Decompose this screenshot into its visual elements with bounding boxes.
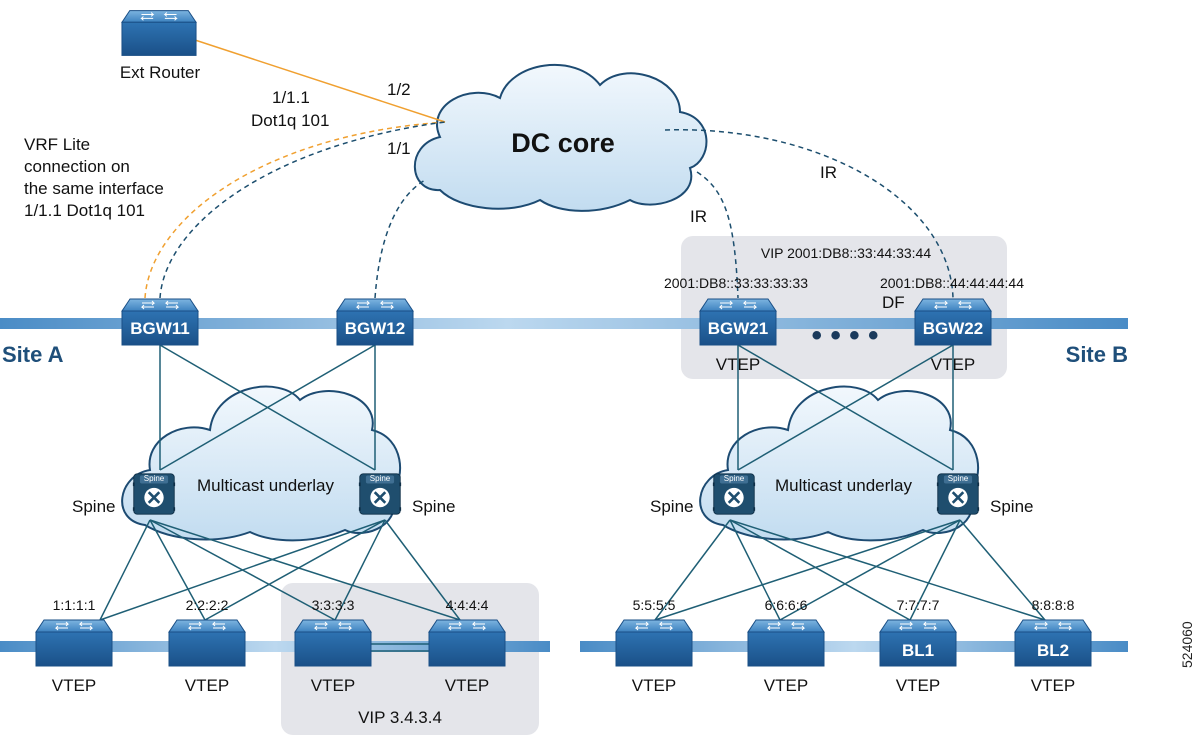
site-a-spine-left: Spine <box>132 472 176 516</box>
leaf-4-vtep: VTEP <box>445 676 489 695</box>
leaf-6-vtep: VTEP <box>764 676 808 695</box>
bgw22-ip-label: 2001:DB8::44:44:44:44 <box>880 275 1024 291</box>
bgw21-role-label: VTEP <box>716 355 760 374</box>
site-a-spine-left-label: Spine <box>72 497 115 516</box>
leaf-switch-6 <box>747 619 825 667</box>
site-a-spine-right-label: Spine <box>412 497 455 516</box>
leaf-1-vtep: VTEP <box>52 676 96 695</box>
ext-router-icon <box>121 10 197 56</box>
vrf-note-line-1: VRF Lite <box>24 135 90 154</box>
spine-tag: Spine <box>724 474 745 483</box>
bgw12-switch: BGW12 <box>336 298 414 346</box>
leaf-switch-1 <box>35 619 113 667</box>
site-b-underlay-label: Multicast underlay <box>775 476 913 495</box>
bgw11-dot1q-label: Dot1q 101 <box>251 111 329 130</box>
leaf-6-ip: 6:6:6:6 <box>765 597 808 613</box>
leaf-5-vtep: VTEP <box>632 676 676 695</box>
leaf-4-ip: 4:4:4:4 <box>446 597 489 613</box>
site-a-underlay-label: Multicast underlay <box>197 476 335 495</box>
dc-core-cloud <box>413 64 708 212</box>
leaf-8-vtep: VTEP <box>1031 676 1075 695</box>
site-b-leaf-bar <box>580 641 1128 652</box>
site-a-links <box>99 344 461 621</box>
site-a-underlay-cloud <box>121 385 402 542</box>
dc-core-label: DC core <box>511 128 615 158</box>
site-a-leaf-bar <box>0 641 550 652</box>
site-b-links <box>654 344 1046 621</box>
site-b-underlay-cloud <box>699 385 980 542</box>
vrf-note-line-4: 1/1.1 Dot1q 101 <box>24 201 145 220</box>
site-b-spine-left-label: Spine <box>650 497 693 516</box>
leaf-2-vtep: VTEP <box>185 676 229 695</box>
leaf-switch-4 <box>428 619 506 667</box>
leaf-switch-2 <box>168 619 246 667</box>
bgw22-label: BGW22 <box>923 319 983 338</box>
bl1-label: BL1 <box>902 641 934 660</box>
leaf-switch-5 <box>615 619 693 667</box>
leaf-3-ip: 3:3:3:3 <box>312 597 355 613</box>
vrf-note-line-2: connection on <box>24 157 130 176</box>
leaf-2-ip: 2:2:2:2 <box>186 597 229 613</box>
spine-tag: Spine <box>144 474 165 483</box>
leaf-8-ip: 8:8:8:8 <box>1032 597 1075 613</box>
vrf-note-line-3: the same interface <box>24 179 164 198</box>
site-b-spine-right-label: Spine <box>990 497 1033 516</box>
bgw11-subif-label: 1/1.1 <box>272 88 310 107</box>
vrf-lite-note: VRF Lite connection on the same interfac… <box>24 135 164 220</box>
bgw22-switch: BGW22 <box>914 298 992 346</box>
ext-router-label: Ext Router <box>120 63 201 82</box>
leaf-switch-bl1: BL1 <box>879 619 957 667</box>
figure-number: 524060 <box>1179 621 1195 668</box>
bgw21-ip-label: 2001:DB8::33:33:33:33 <box>664 275 808 291</box>
leaf-3-vtep: VTEP <box>311 676 355 695</box>
site-a-vpc-vip-label: VIP 3.4.3.4 <box>358 708 442 727</box>
site-b-vip-label: VIP 2001:DB8::33:44:33:44 <box>761 245 931 261</box>
ext-router-link <box>194 39 446 123</box>
ir-label-left: IR <box>690 207 707 226</box>
site-a-bgw-bar <box>0 318 1128 329</box>
site-b-label: Site B <box>1066 342 1128 367</box>
leaf-switch-3 <box>294 619 372 667</box>
leaf-1-ip: 1:1:1:1 <box>53 597 96 613</box>
bgw21-label: BGW21 <box>708 319 768 338</box>
bgw21-switch: BGW21 <box>699 298 777 346</box>
vpc-peer-link <box>370 643 430 652</box>
bgw22-df-label: DF <box>882 293 905 312</box>
site-a-spine-right: Spine <box>358 472 402 516</box>
spine-tag: Spine <box>948 474 969 483</box>
bgw11-label: BGW11 <box>130 319 190 338</box>
leaf-7-ip: 7:7:7:7 <box>897 597 940 613</box>
site-b-spine-left: Spine <box>712 472 756 516</box>
ir-label-right: IR <box>820 163 837 182</box>
bgw11-switch: BGW11 <box>121 298 199 346</box>
bgw22-role-label: VTEP <box>931 355 975 374</box>
leaf-7-vtep: VTEP <box>896 676 940 695</box>
leaf-5-ip: 5:5:5:5 <box>633 597 676 613</box>
spine-tag: Spine <box>370 474 391 483</box>
bgw12-label: BGW12 <box>345 319 405 338</box>
site-a-label: Site A <box>2 342 64 367</box>
dashed-links <box>144 121 954 299</box>
leaf-switch-bl2: BL2 <box>1014 619 1092 667</box>
site-b-spine-right: Spine <box>936 472 980 516</box>
bl2-label: BL2 <box>1037 641 1069 660</box>
bgw-ellipsis: • • • • <box>811 319 878 352</box>
bgw11-port-label: 1/1 <box>387 139 411 158</box>
ext-router-port-label: 1/2 <box>387 80 411 99</box>
